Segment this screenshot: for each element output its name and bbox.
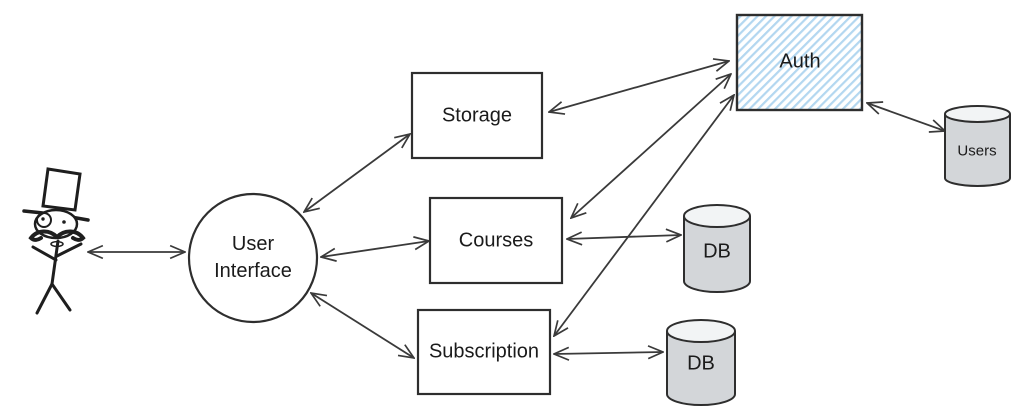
edge-storage-auth: [549, 61, 729, 112]
edge-courses-auth: [571, 74, 731, 218]
node-subscription: [416, 308, 552, 396]
user-actor-icon: [22, 167, 90, 315]
edge-subscription-auth: [554, 95, 734, 336]
edge-courses-db: [567, 235, 681, 239]
edges: [88, 61, 945, 358]
edge-auth-users: [867, 103, 945, 131]
actor-right-arm: [55, 242, 83, 258]
actor-left-leg: [35, 282, 54, 315]
mustache-left: [28, 229, 59, 242]
node-user-interface: [187, 192, 319, 324]
actor-left-arm: [31, 245, 58, 262]
node-courses: [428, 196, 564, 285]
node-courses-db: [683, 204, 751, 293]
right-eye: [62, 220, 66, 224]
top-hat-icon: [41, 167, 82, 212]
edge-ui-subscription: [311, 293, 414, 358]
mustache-right: [55, 229, 86, 242]
edge-ui-courses: [321, 241, 429, 257]
actor-right-leg: [50, 282, 72, 312]
monocle-icon: [36, 212, 52, 228]
node-subscription-db: [666, 319, 736, 406]
node-storage: [410, 71, 544, 160]
edge-subscription-db: [554, 352, 663, 354]
left-eye: [41, 217, 45, 221]
node-users-db: [944, 105, 1011, 187]
edge-ui-storage: [304, 134, 410, 212]
node-auth: [735, 13, 864, 112]
actor-body: [50, 239, 60, 286]
